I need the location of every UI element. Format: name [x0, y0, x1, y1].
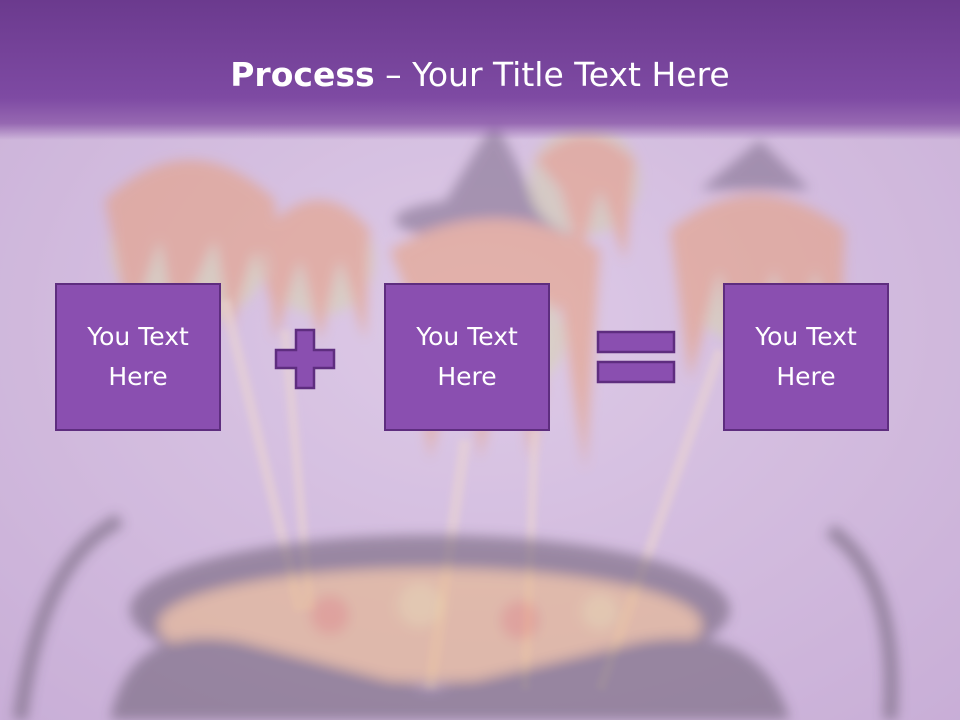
slide-title: Process – Your Title Text Here [0, 54, 960, 96]
title-bold: Process [230, 55, 375, 94]
process-box-3[interactable]: You Text Here [723, 283, 889, 431]
equals-icon [596, 330, 676, 384]
process-box-1-label: You Text Here [87, 322, 189, 391]
process-box-2-label: You Text Here [416, 322, 518, 391]
title-rest: – Your Title Text Here [374, 55, 730, 94]
plus-icon [274, 328, 336, 390]
process-box-2[interactable]: You Text Here [384, 283, 550, 431]
process-box-3-label: You Text Here [755, 322, 857, 391]
title-bar: Process – Your Title Text Here [0, 0, 960, 140]
process-box-1[interactable]: You Text Here [55, 283, 221, 431]
